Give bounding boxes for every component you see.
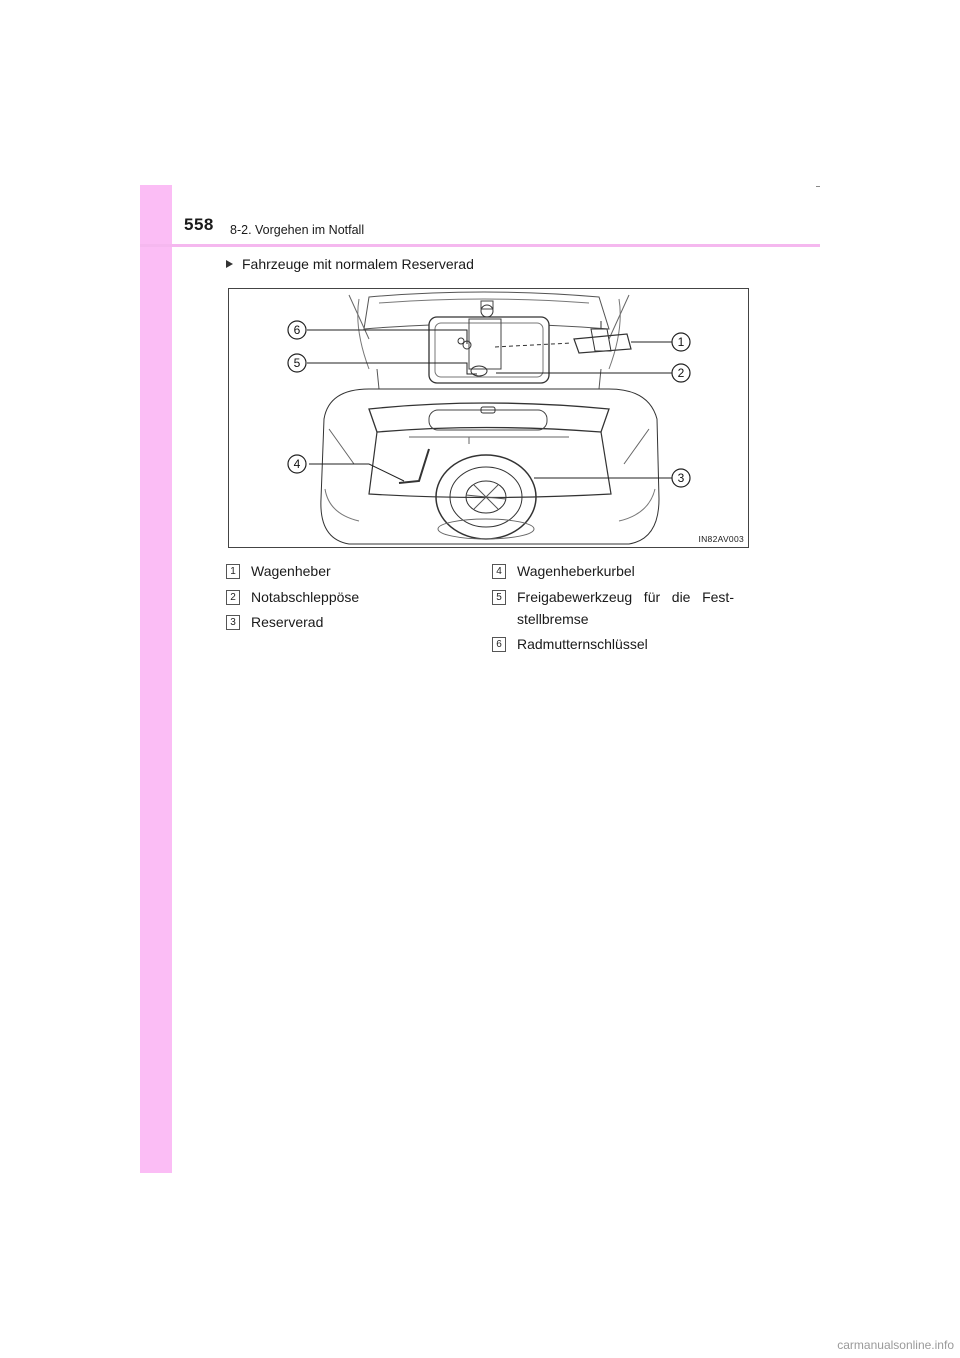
trunk-illustration: 1 2 3 4 5 6 IN82AV003 — [228, 288, 749, 548]
legend-number: 1 — [226, 564, 240, 579]
legend-text: Wagenheberkurbel — [517, 563, 635, 579]
legend-text: Wagenheber — [251, 563, 331, 579]
trunk-drawing: 1 2 3 4 5 6 — [287, 291, 691, 545]
legend-text: Radmutternschlüssel — [517, 636, 648, 652]
figure-code: IN82AV003 — [698, 534, 744, 544]
callout-2 — [671, 363, 691, 383]
callout-label-3: 3 — [678, 471, 685, 485]
legend-number: 4 — [492, 564, 506, 579]
legend-text: Notabschleppöse — [251, 589, 360, 605]
legend-number: 5 — [492, 590, 506, 605]
section-title: 8-2. Vorgehen im Notfall — [230, 223, 365, 237]
legend-number: 6 — [492, 637, 506, 652]
legend-number: 3 — [226, 615, 240, 630]
callout-label-1: 1 — [678, 335, 685, 349]
legend-number: 2 — [226, 590, 240, 605]
chapter-side-tab — [140, 185, 172, 1173]
legend-text: Freigabewerkzeug für die Fest-stellbrems… — [517, 589, 734, 627]
callout-label-5: 5 — [294, 356, 301, 370]
callout-4 — [287, 454, 307, 474]
callout-label-4: 4 — [294, 457, 301, 471]
callout-5 — [287, 353, 307, 373]
subsection-heading: Fahrzeuge mit normalem Reserverad — [226, 256, 474, 272]
callout-label-6: 6 — [294, 323, 301, 337]
page-number: 558 — [184, 215, 214, 234]
subsection-heading-text: Fahrzeuge mit normalem Reserverad — [242, 256, 474, 272]
triangle-bullet-icon — [226, 260, 233, 268]
watermark-footer: carmanualsonline.info — [837, 1338, 954, 1352]
callout-3 — [671, 468, 691, 488]
header-rule — [140, 244, 820, 247]
callout-label-2: 2 — [678, 366, 685, 380]
legend-text: Reserverad — [251, 614, 324, 630]
callout-6 — [287, 320, 307, 340]
corner-mark — [816, 186, 820, 187]
callout-1 — [671, 332, 691, 352]
